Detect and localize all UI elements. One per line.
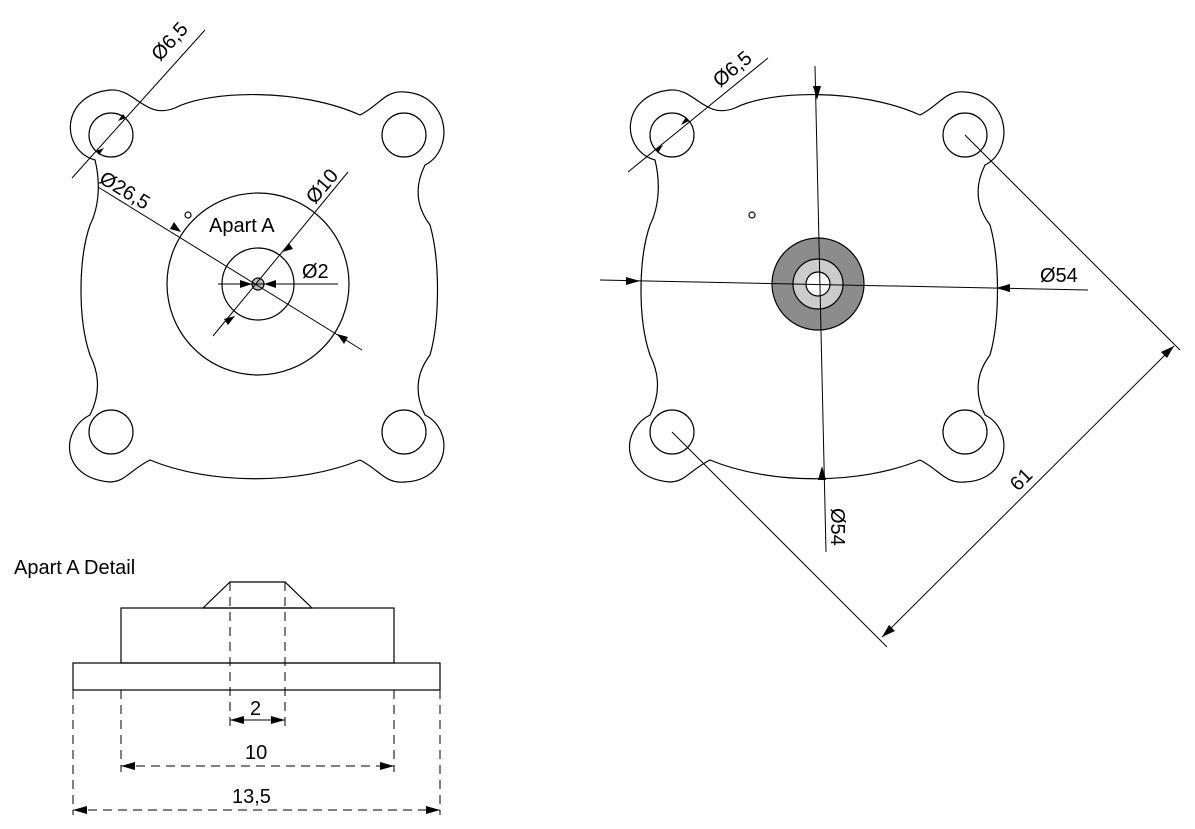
detail-dim-10-arrow-right xyxy=(380,762,394,770)
right-diagonal-ext-2 xyxy=(671,431,888,648)
left-inner-dim-leader xyxy=(212,171,349,337)
right-vertical-dim-arrow xyxy=(813,86,821,100)
right-hole-dim-leader xyxy=(627,57,769,173)
detail-dim-10-arrow-left xyxy=(121,762,135,770)
right-vertical-dim-label: Ø54 xyxy=(826,508,848,546)
right-diagonal-ext-1 xyxy=(964,134,1181,351)
detail-title: Apart A Detail xyxy=(14,557,135,579)
right-small-marker xyxy=(748,211,756,219)
right-horizontal-dim-arrow-2 xyxy=(996,284,1010,292)
right-hole-bottom-right xyxy=(942,409,988,455)
left-hole-dim-arrow xyxy=(118,114,126,121)
right-hole-dim-label: Ø6,5 xyxy=(709,47,756,92)
left-inner-dim-arrow-2 xyxy=(224,316,235,325)
detail-view: Apart A Detail 2 10 13,5 xyxy=(14,557,441,815)
left-center-dim-arrow xyxy=(240,280,252,288)
left-flange-view: Ø6,5 Ø26,5 Ø10 Ø2 Apart A xyxy=(68,18,445,483)
detail-dim-13-arrow-right xyxy=(426,806,440,814)
left-hole-dim-label: Ø6,5 xyxy=(147,18,192,65)
left-small-marker xyxy=(184,211,192,219)
left-hole-dim-arrow-2 xyxy=(96,148,104,155)
left-hole-top-right xyxy=(381,112,427,158)
left-hole-bottom-right xyxy=(381,409,427,455)
detail-dim-13-arrow-left xyxy=(73,806,87,814)
right-flange-view: Ø6,5 Ø54 Ø54 61 xyxy=(599,47,1181,648)
detail-dim-10-label: 10 xyxy=(245,742,267,764)
left-hole-dim-leader xyxy=(71,29,206,179)
left-outer-dim-arrow-2 xyxy=(337,334,348,344)
left-part-label: Apart A xyxy=(209,215,275,237)
detail-dim-2-label: 2 xyxy=(250,698,261,720)
right-diagonal-dim-arrow xyxy=(1161,346,1174,358)
right-diagonal-dim-line xyxy=(881,345,1175,638)
detail-dim-13-label: 13,5 xyxy=(232,786,271,808)
left-inner-dim-label: Ø10 xyxy=(302,165,343,208)
right-diagonal-dim-label: 61 xyxy=(1006,464,1037,495)
left-outer-dim-leader xyxy=(97,186,363,351)
right-horizontal-dim-arrow xyxy=(626,277,640,285)
left-outer-dim-arrow xyxy=(170,222,181,232)
detail-dim-2-arrow-right xyxy=(271,716,285,724)
left-center-dim-label: Ø2 xyxy=(302,261,329,283)
detail-top-boss xyxy=(201,581,314,609)
left-hole-top-left xyxy=(88,112,134,158)
detail-body xyxy=(120,607,395,664)
left-inner-dim-arrow xyxy=(282,243,293,252)
left-outer-dim-label: Ø26,5 xyxy=(95,167,153,214)
right-hole-dim-arrow xyxy=(681,117,689,125)
detail-dim-2-arrow-left xyxy=(230,716,244,724)
right-hole-bottom-left xyxy=(649,409,695,455)
right-vertical-dim-line xyxy=(814,65,827,553)
right-hole-dim-arrow-2 xyxy=(655,145,663,153)
right-vertical-dim-arrow-2 xyxy=(818,466,826,480)
right-hole-top-left xyxy=(649,112,695,158)
right-diagonal-dim-arrow-2 xyxy=(882,625,895,637)
left-flange-outline xyxy=(68,89,445,483)
right-hole-top-right xyxy=(942,112,988,158)
detail-base-plate xyxy=(72,662,441,691)
left-hole-bottom-left xyxy=(88,409,134,455)
right-horizontal-dim-label: Ø54 xyxy=(1040,265,1078,287)
left-big-circle xyxy=(166,192,350,376)
left-center-dim-arrow-2 xyxy=(264,280,276,288)
